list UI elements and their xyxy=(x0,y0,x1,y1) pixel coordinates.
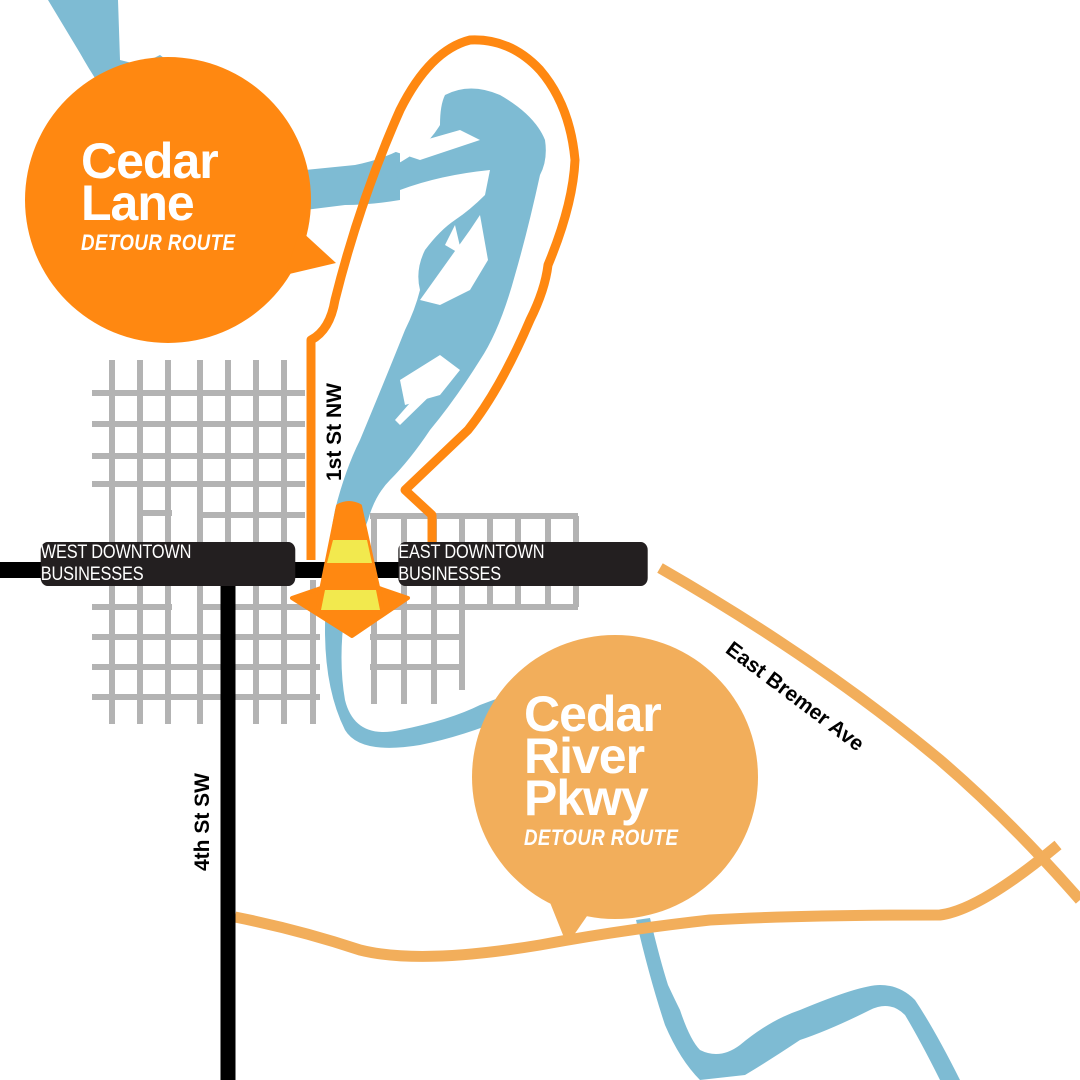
cedar-lane-bubble xyxy=(25,57,336,343)
traffic-cone-icon xyxy=(290,501,410,638)
cedar-river-pkwy-route xyxy=(233,563,1080,962)
bubble-title-line: River xyxy=(524,728,645,784)
cedar-lane-bubble-text: Cedar Lane DETOUR ROUTE xyxy=(81,133,263,255)
cedar-lane-route xyxy=(306,35,580,572)
bubble-title-line: Cedar xyxy=(524,686,662,742)
bubble-title-line: Lane xyxy=(81,175,195,231)
bubble-title-line: Cedar xyxy=(81,133,219,189)
street-label-1st-st-nw: 1st St NW xyxy=(323,383,346,482)
street-label-4th-st-sw: 4th St SW xyxy=(191,773,214,871)
island-details xyxy=(390,130,488,425)
bubble-title-line: Pkwy xyxy=(524,770,649,826)
west-downtown-businesses-label: WEST DOWNTOWN BUSINESSES xyxy=(40,542,296,586)
bubble-subtitle: DETOUR ROUTE xyxy=(524,825,679,850)
east-downtown-businesses-label: EAST DOWNTOWN BUSINESSES xyxy=(398,542,648,586)
cedar-river-pkwy-bubble xyxy=(472,635,758,945)
cedar-river-pkwy-bubble-text: Cedar River Pkwy DETOUR ROUTE xyxy=(524,686,706,850)
bubble-subtitle: DETOUR ROUTE xyxy=(81,230,236,255)
